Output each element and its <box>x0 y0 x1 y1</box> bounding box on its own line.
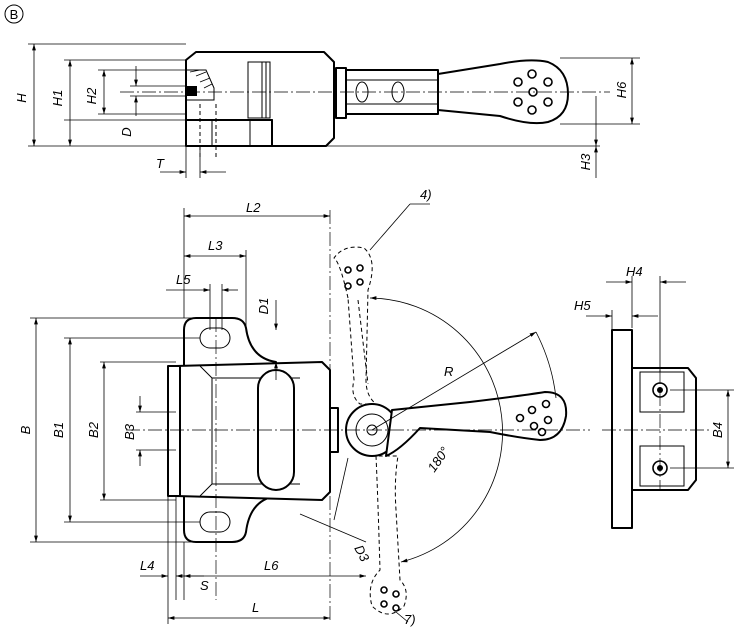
label-s: S <box>200 578 209 593</box>
label-h5: H5 <box>574 298 591 313</box>
label-angle: 180° <box>424 444 452 475</box>
label-d: D <box>119 127 134 136</box>
note-4: 4) <box>420 187 432 202</box>
label-b: B <box>18 425 33 434</box>
clamp-body <box>175 361 331 501</box>
note-7: 7) <box>404 612 416 627</box>
label-l2: L2 <box>246 200 261 215</box>
label-b4: B4 <box>710 422 725 438</box>
label-b3: B3 <box>122 423 137 440</box>
lever-down-phantom <box>369 455 407 615</box>
label-b1: B1 <box>51 422 66 438</box>
right-view: H4 H5 B4 <box>574 264 734 529</box>
label-h3: H3 <box>578 153 593 170</box>
label-d3: D3 <box>351 542 372 564</box>
right-view-plate <box>611 329 633 529</box>
label-b2: B2 <box>86 421 101 438</box>
view-marker-b: B <box>4 4 24 24</box>
label-h1: H1 <box>50 90 65 107</box>
label-l5: L5 <box>176 272 191 287</box>
lever-arm <box>385 391 568 457</box>
grip-holes <box>513 69 553 115</box>
label-d1: D1 <box>256 298 271 315</box>
side-view-base <box>185 119 273 147</box>
right-view-body <box>631 367 697 491</box>
label-h6: H6 <box>614 81 629 98</box>
label-l4: L4 <box>140 558 154 573</box>
front-view: 4) L2 L3 L5 D1 B B1 B2 B3 R 180° D3 L4 S… <box>18 187 590 627</box>
side-view: H H1 H2 D T H6 H3 <box>14 43 640 178</box>
label-r: R <box>444 364 453 379</box>
label-t: T <box>156 156 165 171</box>
svg-text:B: B <box>10 7 19 22</box>
label-l3: L3 <box>208 238 223 253</box>
lever-up-phantom <box>333 246 378 405</box>
label-l6: L6 <box>264 558 279 573</box>
label-h4: H4 <box>626 264 643 279</box>
label-h: H <box>14 93 29 103</box>
label-h2: H2 <box>84 87 99 104</box>
label-l: L <box>252 600 259 615</box>
